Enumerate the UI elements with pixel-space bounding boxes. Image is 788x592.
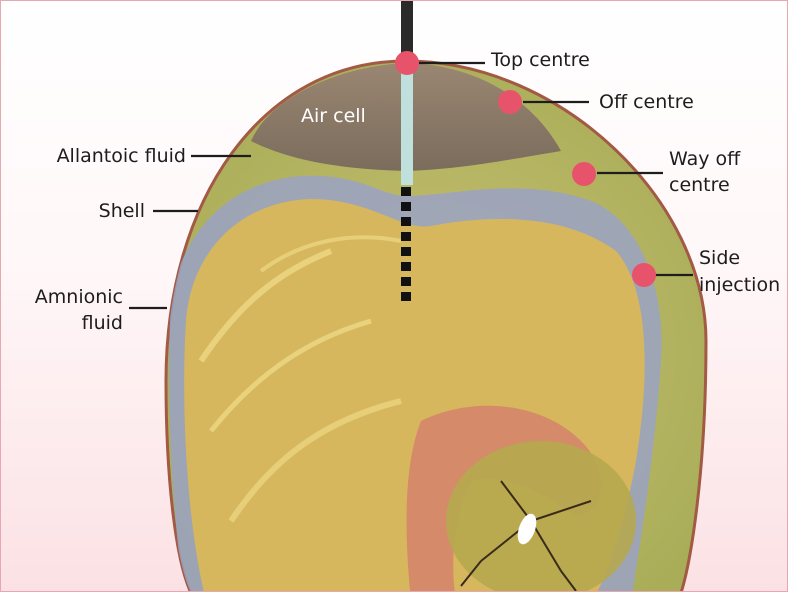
label-shell: Shell <box>61 199 145 223</box>
injection-point-way-off-centre <box>572 162 596 186</box>
injection-point-top-centre <box>395 51 419 75</box>
needle-path <box>401 63 413 185</box>
label-amnionic-2: fluid <box>21 311 123 335</box>
label-allantoic-fluid: Allantoic fluid <box>31 144 186 168</box>
label-side-1: Side <box>699 246 740 270</box>
label-way-off-centre-2: centre <box>669 173 730 197</box>
label-top-centre: Top centre <box>491 48 590 72</box>
injection-point-side <box>632 263 656 287</box>
injection-point-off-centre <box>498 90 522 114</box>
label-side-2: injection <box>699 273 780 297</box>
label-air-cell: Air cell <box>301 105 366 127</box>
label-off-centre: Off centre <box>599 90 694 114</box>
label-amnionic-1: Amnionic <box>21 285 123 309</box>
label-way-off-centre-1: Way off <box>669 147 740 171</box>
